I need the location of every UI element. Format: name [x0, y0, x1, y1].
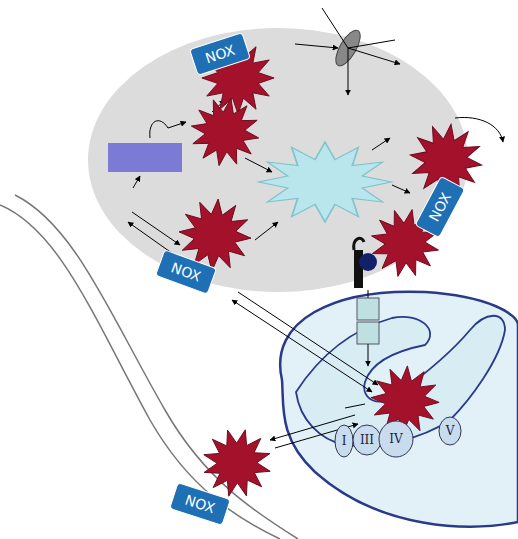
target-protein [108, 143, 182, 172]
complex-label: V [446, 424, 455, 438]
enzyme-label: NOX [169, 259, 203, 284]
respiratory-complex: I [334, 424, 354, 458]
respiratory-complex: III [352, 424, 382, 456]
respiratory-complex: V [438, 416, 462, 446]
mitochondrion [280, 292, 518, 527]
receptor-ligand [359, 253, 377, 271]
enzyme-label: NOX [203, 42, 237, 67]
cytoplasm [88, 28, 468, 292]
respiratory-complex: IV [378, 420, 414, 458]
transporter [357, 322, 379, 344]
nox-enzyme: NOX [169, 482, 231, 526]
signal-burst [259, 142, 392, 222]
complex-label: IV [389, 432, 402, 446]
enzyme-label: NOX [183, 492, 217, 517]
complex-label: I [342, 434, 347, 448]
enzyme-label: NOX [426, 190, 454, 224]
transporter [357, 298, 379, 320]
ros-burst [185, 92, 264, 171]
complex-label: III [360, 433, 374, 447]
